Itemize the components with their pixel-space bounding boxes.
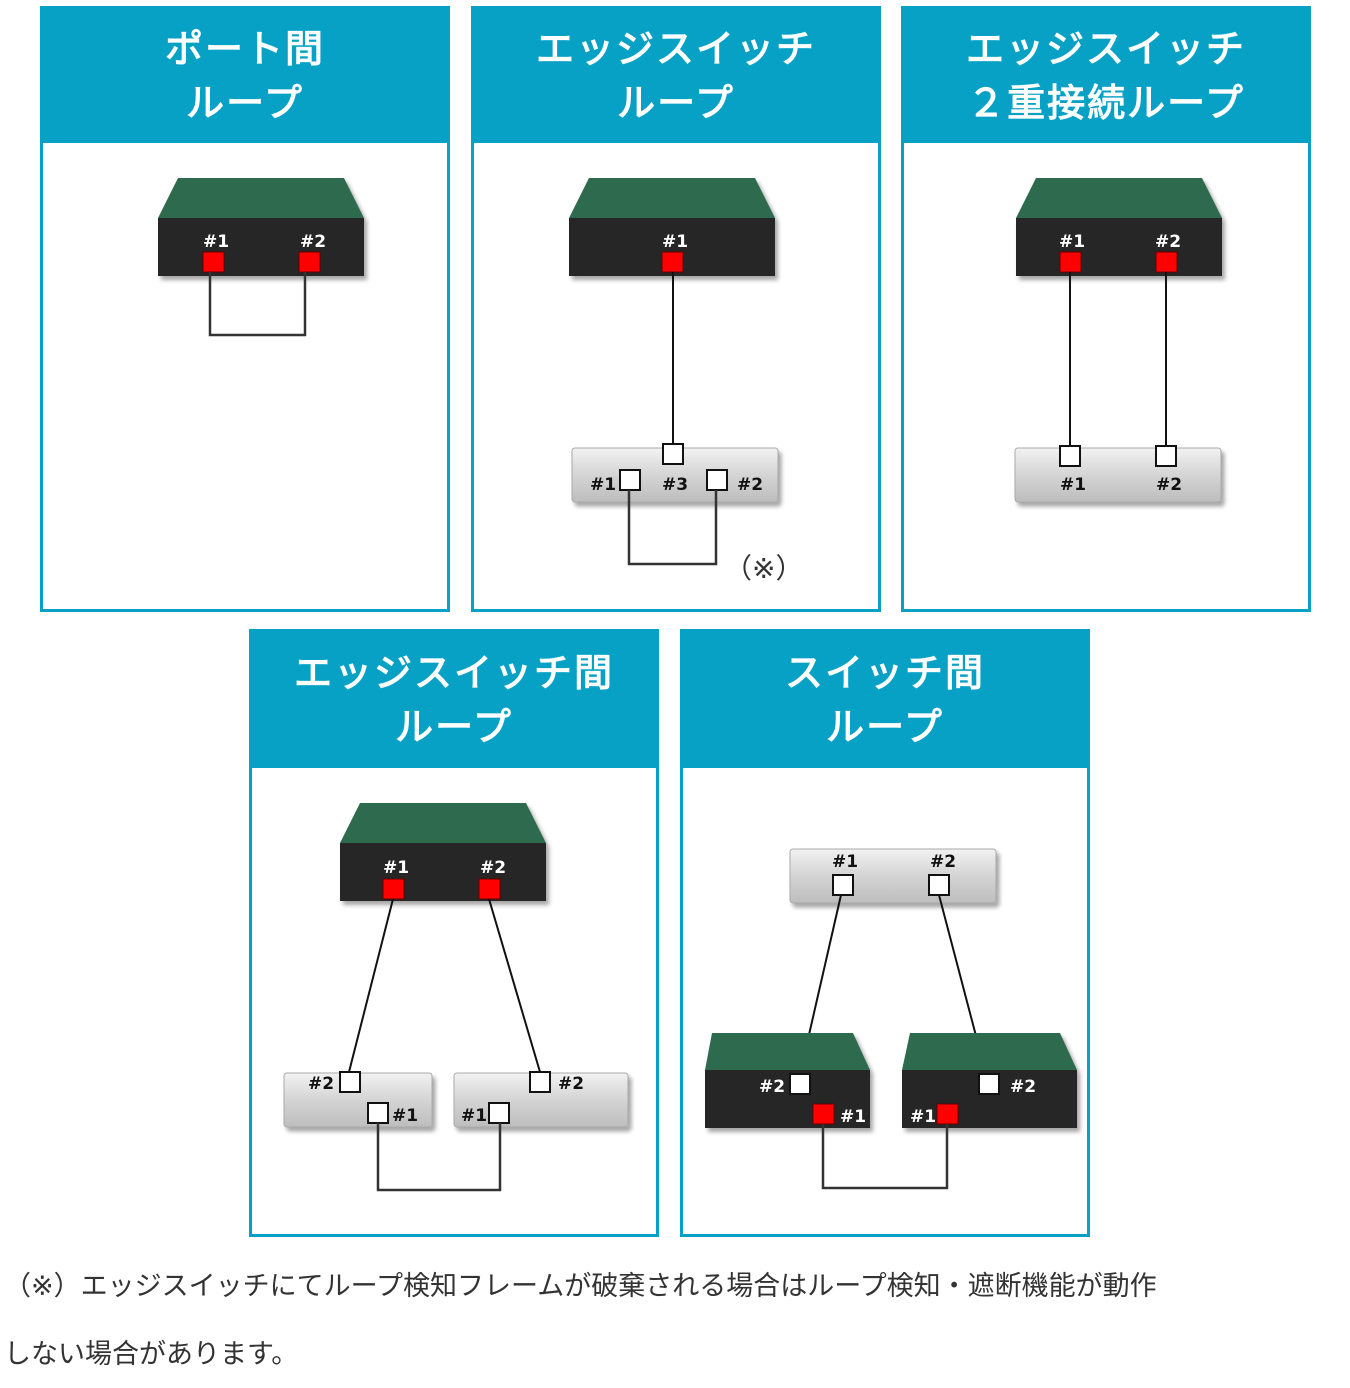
port xyxy=(339,1071,361,1093)
port-label: #1 xyxy=(662,232,688,252)
loop-cable xyxy=(627,490,718,566)
port xyxy=(706,469,728,491)
panel-title-line2: ループ xyxy=(826,705,944,749)
port-label: #2 xyxy=(300,232,326,252)
loop-diagrams: #1 #2 #1 #1 #3 #2 （※） #1 #2 #1 #2 #1 #2 xyxy=(158,178,1222,1192)
panel-title-line2: ２重接続ループ xyxy=(967,81,1245,125)
loop-cable xyxy=(376,1123,502,1192)
panel-header: エッジスイッチ間 ループ xyxy=(252,632,656,768)
panel-title-line2: ループ xyxy=(617,81,735,125)
port-label: #2 xyxy=(308,1074,334,1094)
port xyxy=(1059,445,1081,467)
port-label: #2 xyxy=(737,475,763,495)
port-active xyxy=(298,251,321,273)
switch-top xyxy=(569,178,775,218)
panel-header: スイッチ間 ループ xyxy=(683,632,1087,768)
switch-top xyxy=(1016,178,1222,218)
core-switch xyxy=(158,178,364,276)
footnote-line1: （※）エッジスイッチにてループ検知フレームが破棄される場合はループ検知・遮断機能… xyxy=(4,1271,1157,1302)
panel-title-line2: ループ xyxy=(395,705,513,749)
port xyxy=(928,874,950,896)
core-switch xyxy=(902,1033,1077,1128)
loop-cable xyxy=(208,272,307,337)
port-label: #1 xyxy=(832,852,858,872)
port-label: #2 xyxy=(1155,232,1181,252)
port-label: #1 xyxy=(1060,475,1086,495)
port-active xyxy=(478,878,501,900)
port-label: #2 xyxy=(480,858,506,878)
panel-header: エッジスイッチ ループ xyxy=(474,9,878,143)
panel-edge-switch-loop: エッジスイッチ ループ xyxy=(471,6,881,612)
port xyxy=(488,1102,510,1124)
port xyxy=(978,1073,1000,1095)
port-label: #2 xyxy=(759,1077,785,1097)
port-active xyxy=(1059,251,1082,273)
panel-inter-edge-switch-loop: エッジスイッチ間 ループ xyxy=(249,629,659,1237)
core-switch xyxy=(340,803,546,901)
port-label: #1 xyxy=(910,1107,936,1127)
edge-switch xyxy=(1014,447,1222,503)
annotation-mark: （※） xyxy=(724,552,803,585)
panel-header: エッジスイッチ ２重接続ループ xyxy=(904,9,1308,143)
footnote-line2: しない場合があります。 xyxy=(4,1339,299,1370)
port xyxy=(619,469,641,491)
port xyxy=(662,443,684,465)
port-label: #1 xyxy=(1059,232,1085,252)
cable xyxy=(348,898,394,1073)
port-label: #1 xyxy=(383,858,409,878)
port-active xyxy=(661,251,684,273)
cable xyxy=(488,898,541,1073)
port xyxy=(1155,445,1177,467)
port-active xyxy=(936,1103,959,1125)
panel-title-line1: エッジスイッチ xyxy=(965,27,1246,71)
loop-cable xyxy=(821,1124,949,1190)
panel-inter-switch-loop: スイッチ間 ループ xyxy=(680,629,1090,1237)
switch-top xyxy=(902,1033,1077,1070)
edge-switch xyxy=(789,848,997,904)
port-label: #2 xyxy=(1156,475,1182,495)
port-active xyxy=(1155,251,1178,273)
switch-top xyxy=(340,803,546,843)
port-label: #1 xyxy=(392,1106,418,1126)
port-label: #1 xyxy=(590,475,616,495)
port xyxy=(367,1102,389,1124)
port-label: #1 xyxy=(840,1107,866,1127)
port-active xyxy=(812,1103,835,1125)
switch-body xyxy=(158,218,364,276)
panel-title-line1: スイッチ間 xyxy=(784,651,985,695)
core-switch xyxy=(1016,178,1222,276)
port-label: #1 xyxy=(461,1106,487,1126)
port-label: #3 xyxy=(662,475,688,495)
panel-title-line1: ポート間 xyxy=(164,27,325,71)
port-label: #1 xyxy=(203,232,229,252)
switch-top xyxy=(158,178,364,218)
port-label: #2 xyxy=(558,1074,584,1094)
panel-title-line1: エッジスイッチ xyxy=(535,27,816,71)
port-active xyxy=(202,251,225,273)
panel-port-loop: ポート間 ループ xyxy=(40,6,450,612)
port xyxy=(529,1071,551,1093)
port xyxy=(789,1073,811,1095)
panel-title-line2: ループ xyxy=(186,81,304,125)
switch-body xyxy=(1016,218,1222,276)
core-switch xyxy=(705,1033,870,1128)
port xyxy=(832,874,854,896)
panel-header: ポート間 ループ xyxy=(43,9,447,143)
panel-edge-switch-double-loop: エッジスイッチ ２重接続ループ xyxy=(901,6,1311,612)
switch-top xyxy=(705,1033,870,1070)
port-label: #2 xyxy=(930,852,956,872)
switch-body xyxy=(705,1070,870,1128)
port-label: #2 xyxy=(1010,1077,1036,1097)
switch-body xyxy=(340,843,546,901)
port-active xyxy=(382,878,405,900)
panel-title-line1: エッジスイッチ間 xyxy=(293,651,614,695)
